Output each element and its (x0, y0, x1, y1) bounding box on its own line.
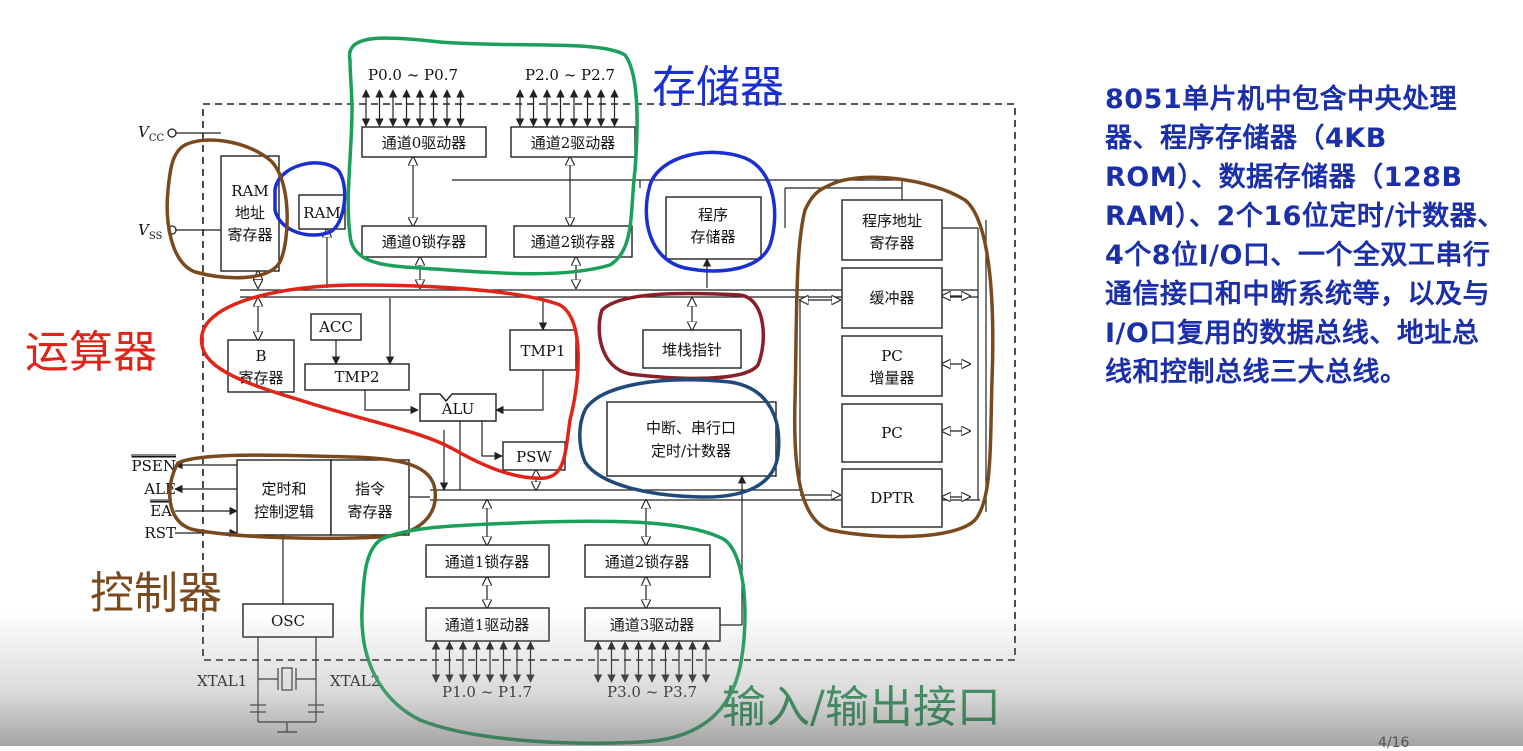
timing-label-1: 定时和 (261, 480, 306, 498)
prog-addr-label-1: 程序地址 (862, 212, 922, 230)
alu-loop (199, 283, 580, 480)
osc-label: OSC (271, 612, 305, 630)
ch1-driver-label: 通道1驱动器 (445, 616, 530, 634)
dptr-label: DPTR (870, 489, 914, 507)
psw-label: PSW (516, 448, 552, 466)
pc-inc-box (841, 335, 943, 397)
ale-pin-label: ALE (143, 480, 176, 498)
port3-pins (593, 641, 711, 683)
b-reg-label-1: B (255, 347, 266, 365)
ch1-latch-box (425, 544, 550, 578)
pc-inc-label-2: 增量器 (869, 369, 914, 387)
xtal1-label: XTAL1 (197, 672, 247, 690)
acc-label: ACC (318, 318, 353, 336)
storage-loop (346, 36, 639, 276)
pc-box (841, 403, 943, 463)
ch2-latch-top-box (513, 225, 633, 258)
alu-annotation: 运算器 (25, 327, 157, 378)
acc-box (310, 313, 362, 341)
ch1-latch-label: 通道1锁存器 (445, 553, 530, 571)
prog-mem-box (665, 196, 762, 260)
interrupt-label-1: 中断、串行口 (646, 419, 736, 437)
ir-label-2: 寄存器 (347, 503, 392, 521)
page-number: 4/16 (1378, 735, 1410, 751)
ir-box (330, 459, 410, 536)
b-reg-label-2: 寄存器 (238, 369, 283, 387)
prog-mem-label-1: 程序 (698, 206, 728, 224)
prog-mem-label-2: 存储器 (690, 228, 735, 246)
psen-pin-label: PSEN (132, 457, 176, 475)
vss-label: VSS (138, 221, 163, 242)
rst-pin-label: RST (144, 524, 176, 542)
b-reg-box (227, 339, 295, 393)
prog-mem-loop (644, 150, 777, 273)
vcc-label: VCC (138, 123, 164, 144)
alu-label: ALU (441, 400, 475, 418)
tmp2-box (304, 363, 410, 391)
ea-pin-label: EA (150, 502, 172, 520)
ram-box (298, 194, 346, 230)
interrupt-label-2: 定时/计数器 (651, 442, 731, 460)
port2-label: P2.0 ~ P2.7 (525, 66, 615, 84)
port0-pins (361, 89, 465, 127)
ch3-driver-label: 通道3驱动器 (610, 616, 695, 634)
ch0-driver-label: 通道0驱动器 (382, 134, 467, 152)
buffer-box (841, 267, 943, 329)
port1-pins (431, 641, 535, 683)
right-column-loop (792, 175, 995, 539)
port1-label: P1.0 ~ P1.7 (442, 683, 532, 701)
tmp1-label: TMP1 (521, 342, 566, 360)
interrupt-loop (578, 378, 781, 499)
pc-label: PC (881, 424, 903, 442)
ch2-latch-top-label: 通道2锁存器 (531, 233, 616, 251)
ram-addr-label-3: 寄存器 (227, 226, 272, 244)
ram-addr-label-2: 地址 (235, 204, 265, 222)
storage-annotation: 存储器 (652, 62, 784, 113)
dptr-box (841, 468, 943, 528)
port3-label: P3.0 ~ P3.7 (607, 683, 697, 701)
tmp2-label: TMP2 (335, 368, 380, 386)
io-annotation: 输入/输出接口 (722, 682, 1001, 733)
pc-inc-label-1: PC (881, 347, 903, 365)
control-loop (167, 453, 438, 541)
stack-ptr-loop (597, 291, 765, 381)
ram-addr-box (220, 155, 280, 272)
ram-label: RAM (303, 204, 341, 222)
prog-addr-label-2: 寄存器 (869, 234, 914, 252)
ch2-latch-bottom-box (584, 544, 711, 578)
description-text: 8051单片机中包含中央处理器、程序存储器（4KB ROM）、数据存储器（128… (1105, 84, 1505, 388)
ch2-driver-box (510, 126, 636, 158)
wires (174, 132, 987, 733)
ir-label-1: 指令 (355, 480, 385, 498)
prog-addr-box (841, 199, 943, 261)
timing-label-2: 控制逻辑 (254, 503, 314, 521)
vcc-pin (167, 128, 177, 138)
port0-label: P0.0 ~ P0.7 (368, 66, 458, 84)
port2-pins (515, 89, 619, 127)
ch2-latch-bottom-label: 通道2锁存器 (605, 553, 690, 571)
tmp1-box (509, 329, 577, 371)
interrupt-box (606, 401, 777, 477)
ch0-latch-label: 通道0锁存器 (382, 233, 467, 251)
controller-annotation: 控制器 (90, 568, 222, 619)
ch2-driver-label: 通道2驱动器 (531, 134, 616, 152)
ch0-driver-box (361, 126, 487, 158)
power-ram-addr-loop (165, 138, 289, 280)
ch0-latch-box (361, 225, 487, 258)
stack-ptr-label: 堆栈指针 (662, 341, 722, 359)
buffer-label: 缓冲器 (869, 289, 914, 307)
ram-loop (273, 161, 347, 237)
stack-ptr-box (642, 329, 742, 369)
alu-shape (419, 393, 497, 422)
ram-addr-label-1: RAM (231, 182, 269, 200)
